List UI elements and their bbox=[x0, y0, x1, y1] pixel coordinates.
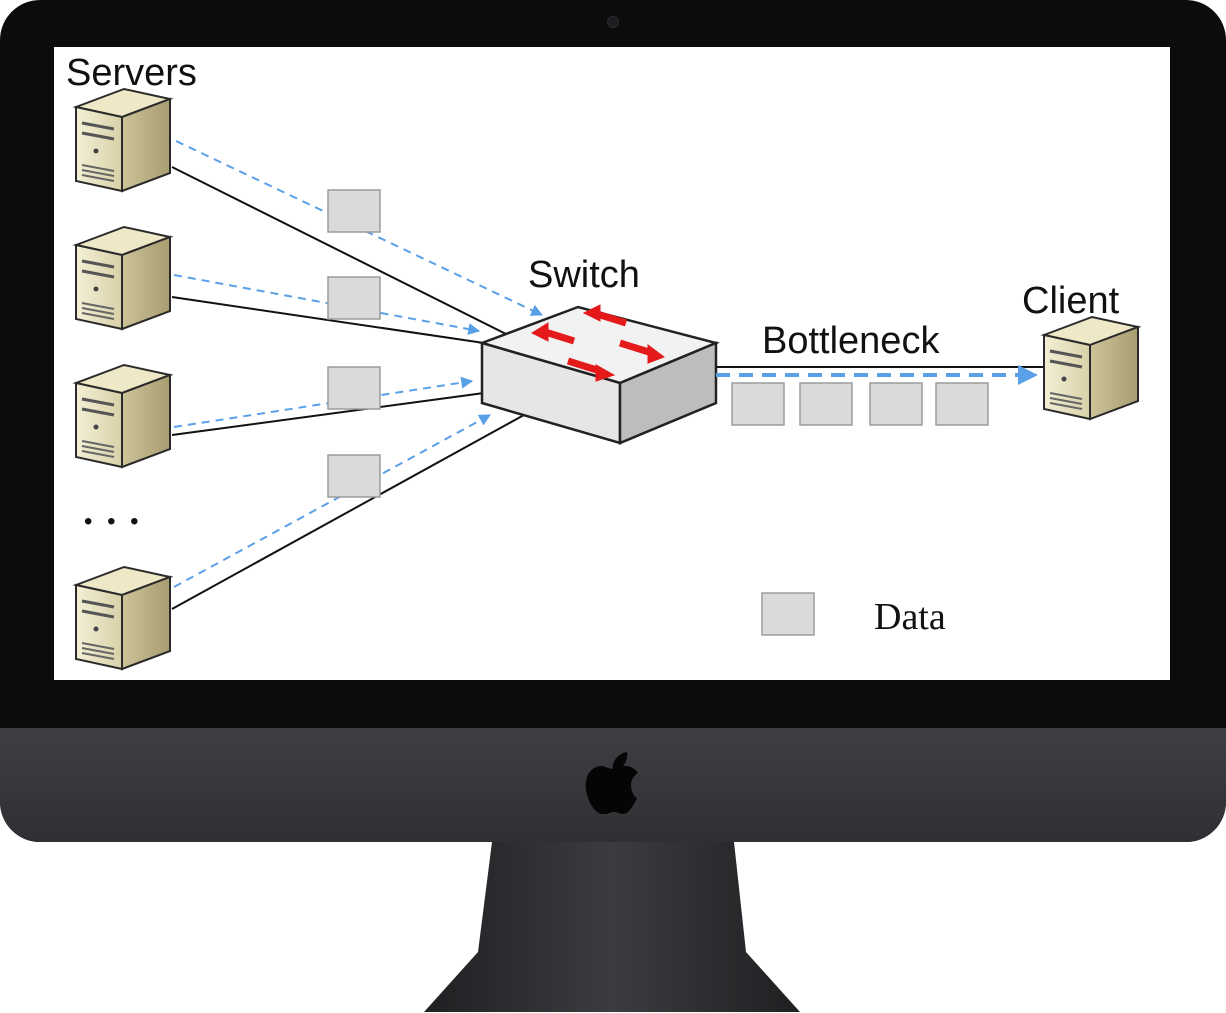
flow-server-3 bbox=[173, 376, 474, 428]
server-links bbox=[171, 166, 525, 610]
data-packet bbox=[935, 382, 989, 426]
legend-swatch bbox=[761, 592, 815, 636]
bottleneck-label: Bottleneck bbox=[762, 320, 940, 362]
flow-server-4 bbox=[173, 414, 492, 588]
servers-label: Servers bbox=[66, 52, 197, 94]
switch-label: Switch bbox=[528, 254, 640, 296]
data-packet bbox=[327, 454, 381, 498]
data-packet bbox=[327, 366, 381, 410]
flow-server-2 bbox=[173, 274, 481, 335]
data-packet bbox=[327, 276, 381, 320]
screen: Servers • • • Switch B bbox=[54, 47, 1170, 680]
network-switch-icon bbox=[478, 304, 720, 445]
legend: Data bbox=[761, 592, 946, 638]
monitor-stand bbox=[424, 842, 800, 1012]
data-packet bbox=[799, 382, 853, 426]
apple-logo-icon bbox=[585, 752, 638, 814]
data-packet bbox=[327, 189, 381, 233]
more-servers-ellipsis: • • • bbox=[84, 508, 143, 535]
incoming-packets bbox=[327, 189, 381, 498]
legend-label: Data bbox=[874, 596, 946, 638]
data-packet bbox=[869, 382, 923, 426]
network-diagram: Servers • • • Switch B bbox=[66, 52, 1140, 671]
server-icon bbox=[1042, 315, 1140, 421]
server-icon bbox=[74, 87, 172, 193]
link-server-1 bbox=[171, 166, 525, 344]
link-server-3 bbox=[171, 392, 485, 436]
client-label: Client bbox=[1022, 280, 1120, 322]
server-icon bbox=[74, 225, 172, 331]
queued-packets bbox=[731, 382, 989, 426]
server-icon bbox=[74, 363, 172, 469]
server-icon bbox=[74, 565, 172, 671]
link-server-4 bbox=[171, 414, 525, 610]
link-server-2 bbox=[171, 296, 485, 344]
data-packet bbox=[731, 382, 785, 426]
camera-icon bbox=[607, 16, 619, 28]
